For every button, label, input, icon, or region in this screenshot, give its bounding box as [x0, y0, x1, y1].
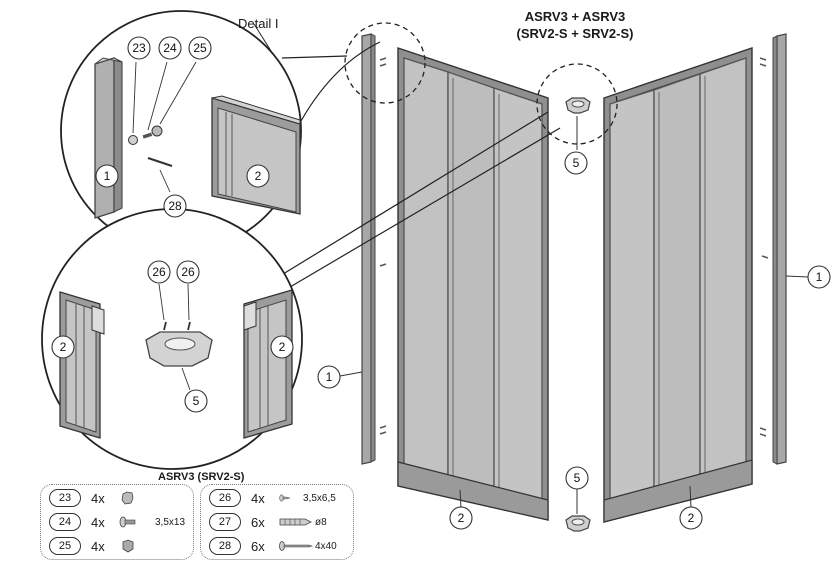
part-quantity: 4x [91, 490, 105, 506]
part-dimension: ø8 [315, 516, 327, 528]
part-row: 25 4x [49, 537, 155, 555]
leader-line [339, 371, 363, 377]
callout-26: 26 [152, 265, 166, 279]
part-row: 27 6x ø8 [209, 513, 327, 531]
door-panel-left [397, 47, 549, 521]
part-quantity: 6x [251, 538, 265, 554]
part-row: 26 4x 3,5x6,5 [209, 489, 336, 507]
leader-line [459, 489, 462, 509]
long-screw-icon [279, 541, 313, 551]
wall-profile-left [361, 33, 387, 465]
door-panel-right [603, 47, 753, 523]
callout-2: 2 [688, 511, 695, 525]
part-dimension: 3,5x6,5 [303, 492, 336, 504]
parts-list-title: ASRV3 (SRV2-S) [158, 471, 245, 483]
part-number: 24 [49, 513, 81, 531]
callout-1: 1 [104, 169, 111, 183]
part-dimension: 4x40 [315, 540, 337, 552]
part-row: 28 6x 4x40 [209, 537, 337, 555]
part-row: 24 4x 3,5x13 [49, 513, 185, 531]
callout-1: 1 [326, 370, 333, 384]
part-number: 25 [49, 537, 81, 555]
leader-line [785, 275, 809, 278]
part-number: 26 [209, 489, 241, 507]
cap-icon [122, 539, 134, 553]
part-number: 27 [209, 513, 241, 531]
callout-2: 2 [255, 169, 262, 183]
callout-24: 24 [163, 41, 177, 55]
leader-line [689, 485, 692, 509]
callout-23: 23 [132, 41, 146, 55]
callout-25: 25 [193, 41, 207, 55]
part-quantity: 4x [91, 538, 105, 554]
detail-magnifier-connector [41, 111, 561, 470]
screw-icon [119, 516, 136, 528]
callout-2: 2 [60, 340, 67, 354]
part-number: 23 [49, 489, 81, 507]
callout-26: 26 [181, 265, 195, 279]
detail-marker-connector [536, 63, 618, 145]
wall-plug-icon [279, 518, 312, 526]
detail-label: Detail I [238, 16, 279, 31]
callout-5: 5 [573, 156, 580, 170]
part-row: 23 4x [49, 489, 155, 507]
part-quantity: 4x [91, 514, 105, 530]
part-number: 28 [209, 537, 241, 555]
title-line-2: (SRV2-S + SRV2-S) [516, 26, 634, 41]
callout-28: 28 [168, 199, 182, 213]
nut-icon [121, 491, 134, 505]
callout-2: 2 [279, 340, 286, 354]
small-screw-icon [279, 494, 291, 502]
detail-magnifier-top [60, 10, 381, 252]
parts-box-left: 23 4x 24 4x 3,5x13 25 4x [40, 484, 194, 560]
corner-connector-top [565, 97, 591, 114]
callout-1: 1 [816, 270, 823, 284]
callout-5: 5 [574, 471, 581, 485]
parts-box-right: 26 4x 3,5x6,5 27 6x ø8 28 6x [200, 484, 354, 560]
part-dimension: 3,5x13 [155, 516, 186, 528]
diagram-title: ASRV3 + ASRV3 (SRV2-S + SRV2-S) [505, 8, 645, 42]
part-quantity: 4x [251, 490, 265, 506]
callout-5: 5 [193, 394, 200, 408]
part-quantity: 6x [251, 514, 265, 530]
corner-connector-bottom [565, 515, 591, 532]
callout-2: 2 [458, 511, 465, 525]
wall-profile-right [759, 33, 787, 465]
title-line-1: ASRV3 + ASRV3 [524, 9, 626, 24]
detail-marker-top [344, 22, 426, 104]
